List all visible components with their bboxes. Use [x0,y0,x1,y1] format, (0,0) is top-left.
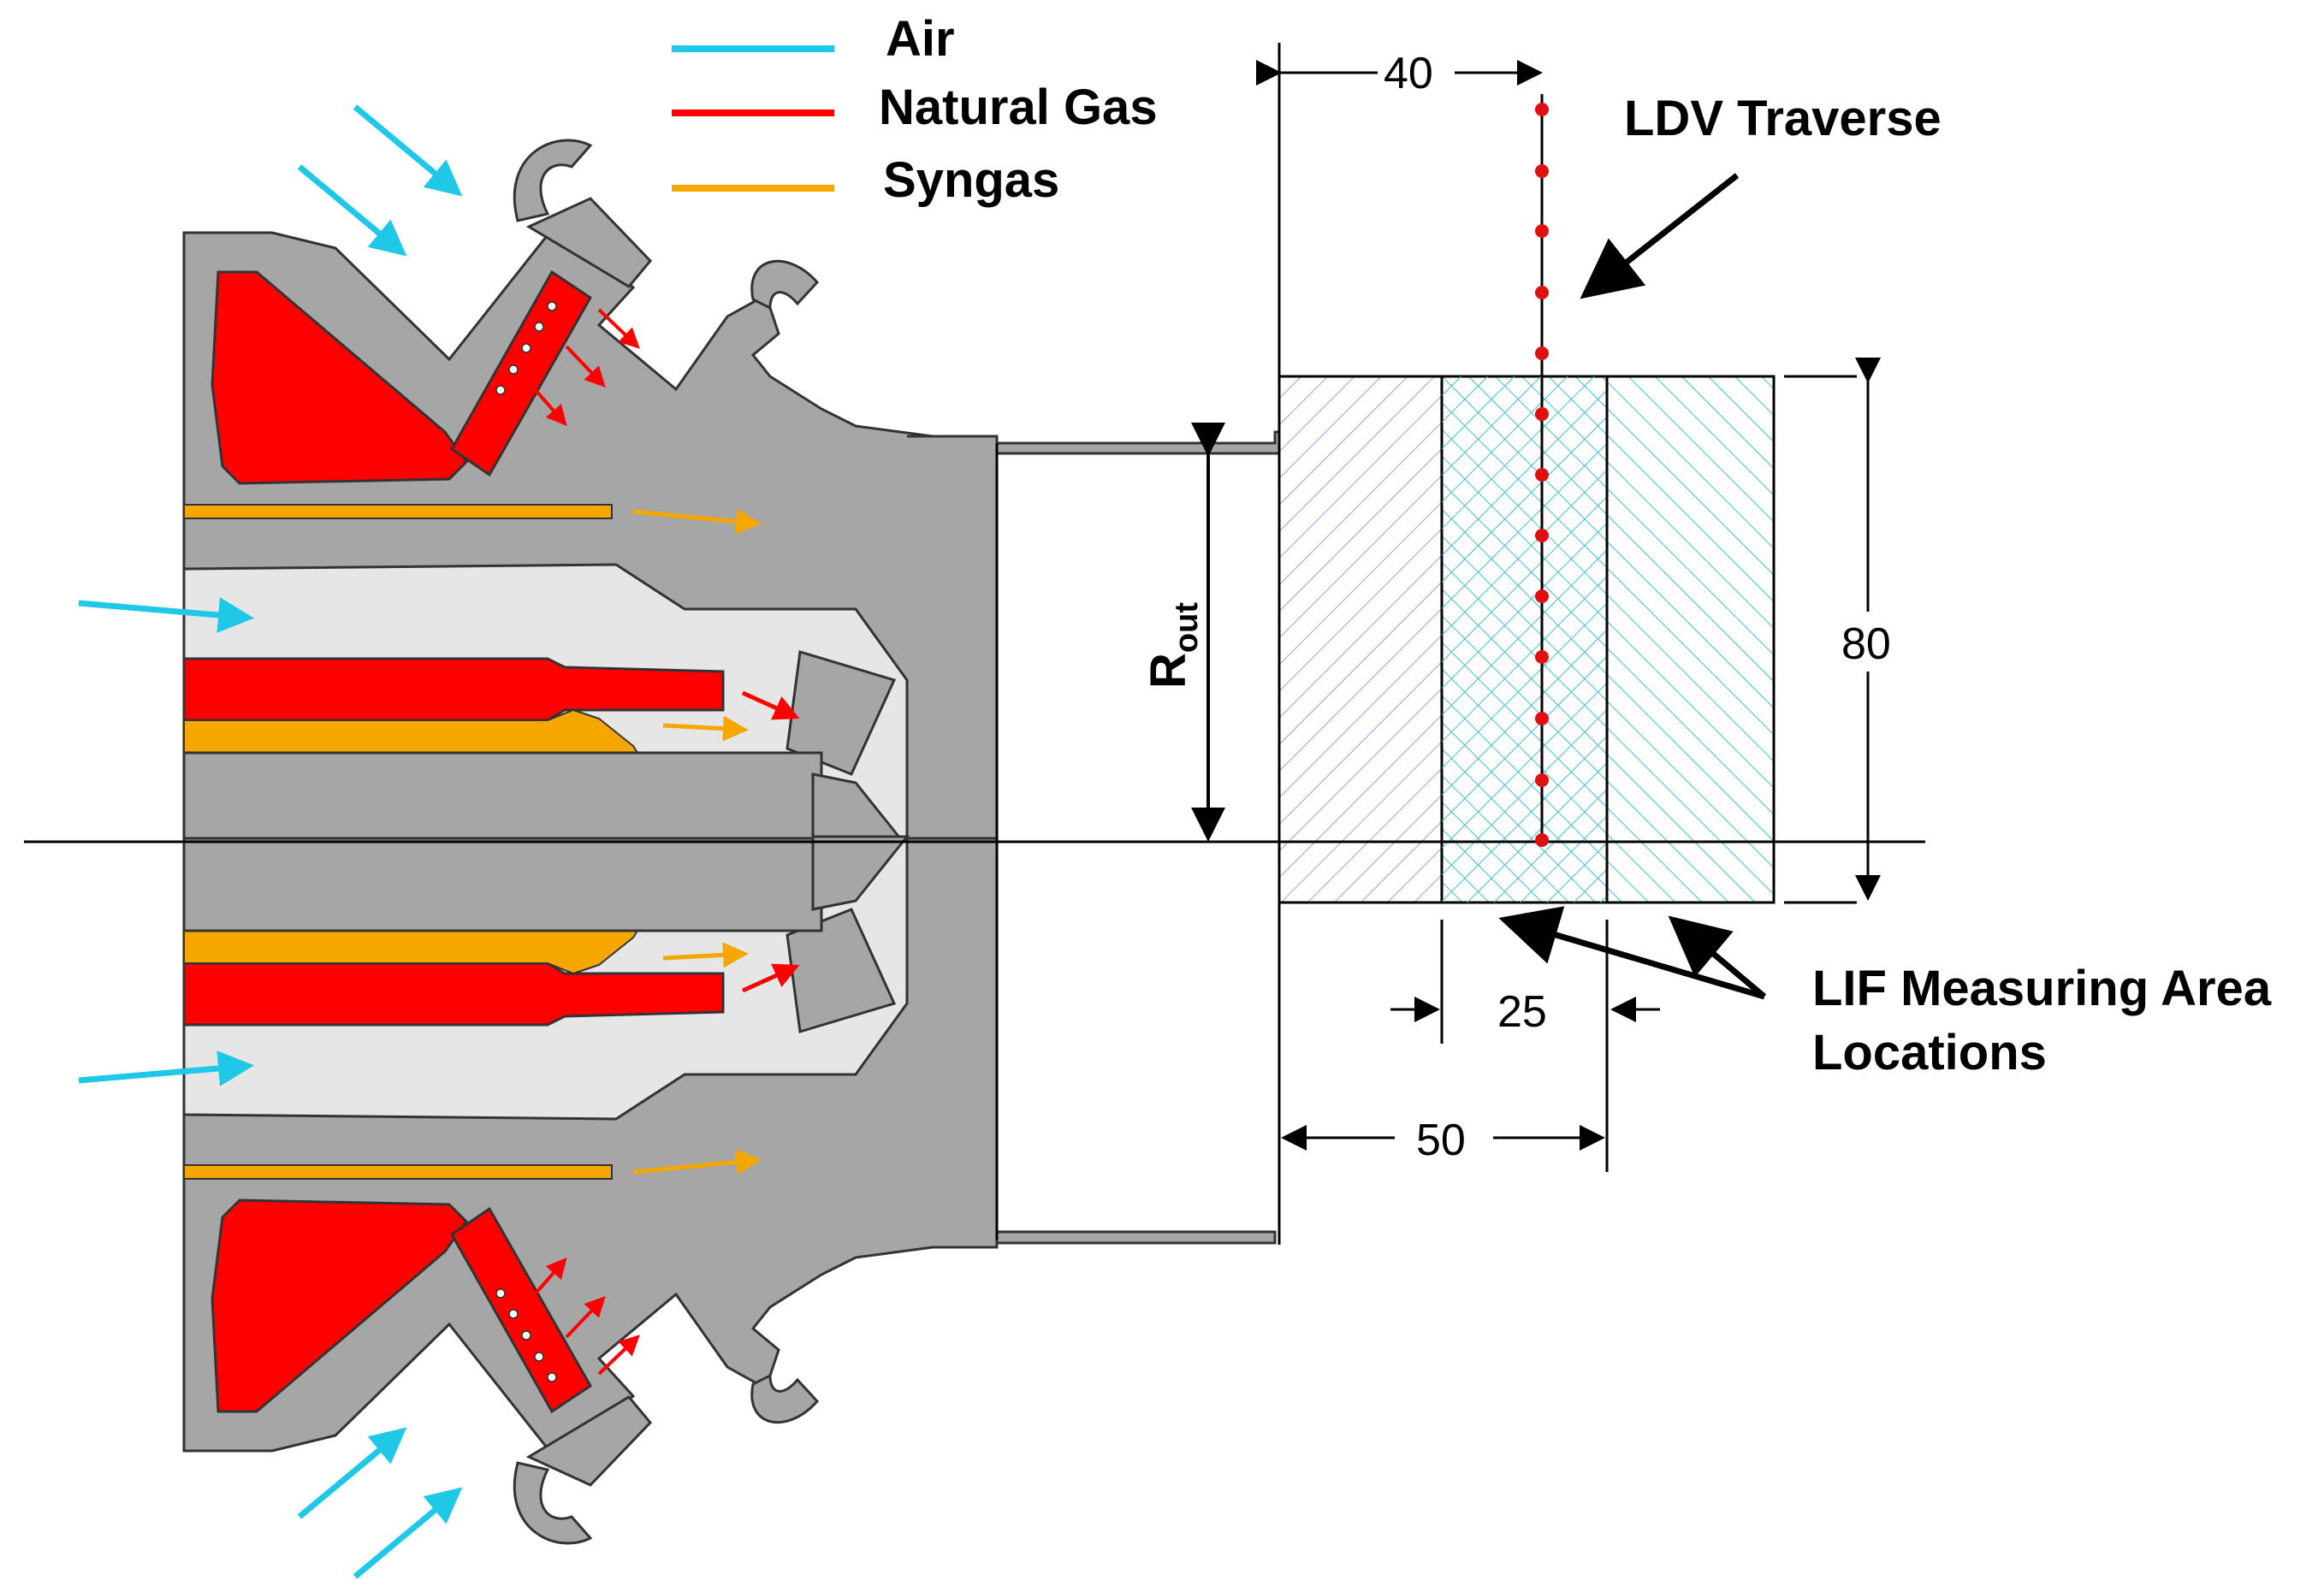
lif-label-line1: LIF Measuring Area [1812,961,2272,1016]
legend-label-syngas: Syngas [883,152,1059,208]
legend-label-natural-gas: Natural Gas [879,80,1158,135]
legend-item-air: Air [672,11,955,67]
ldv-traverse-label: LDV Traverse [1624,91,1942,146]
dimension-50: 50 [1278,920,1605,1165]
lif-measuring-areas [1278,375,1776,904]
dimension-40-label: 40 [1384,49,1433,98]
legend-item-syngas: Syngas [672,152,1059,208]
lif-area-1 [1278,375,1444,904]
legend-item-natural-gas: Natural Gas [672,80,1158,135]
burner-lower-half [79,837,997,1577]
dimension-25-label: 25 [1497,987,1547,1037]
ldv-traverse: LDV Traverse [1535,91,1942,847]
lif-area-2-crosshatch [1442,376,1607,903]
dimension-25: 25 [1390,920,1660,1172]
lif-callout: LIF Measuring Area Locations [1498,906,2272,1080]
lif-label-line2: Locations [1812,1025,2047,1080]
legend: Air Natural Gas Syngas [672,11,1158,208]
dimension-80-label: 80 [1841,619,1891,669]
dimension-50-label: 50 [1416,1116,1466,1165]
dimension-40: 40 [1256,49,1543,98]
burner-upper-half [79,107,997,847]
dimension-80: 80 [1784,358,1900,904]
r-out-dimension: Rout [1141,423,1225,842]
r-out-label: Rout [1141,602,1205,689]
legend-label-air: Air [886,11,955,67]
lif-area-3 [1605,375,1776,904]
